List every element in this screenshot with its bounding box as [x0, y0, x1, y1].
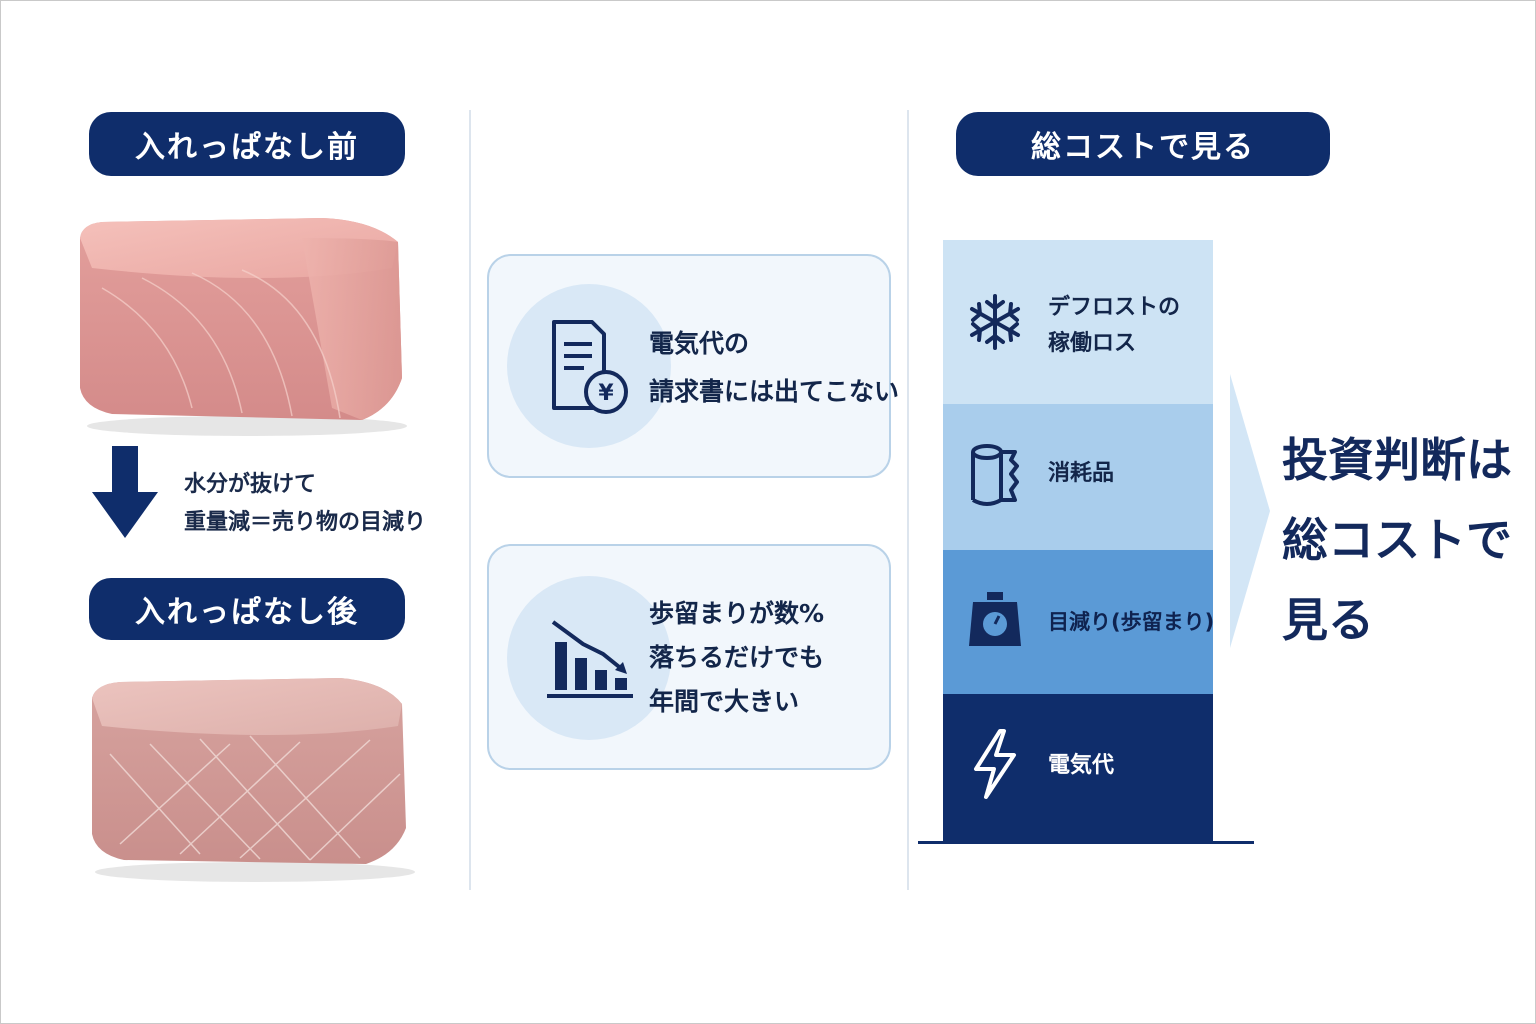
stack-segment-consumables: 消耗品 [943, 404, 1213, 550]
moisture-note-line2: 重量減＝売り物の目減り [184, 510, 427, 535]
invoice-card: ¥ 電気代の 請求書には出てこない [487, 254, 899, 478]
moisture-loss-note: 水分が抜けて 重量減＝売り物の目減り [184, 466, 426, 542]
invoice-yen-icon: ¥ [552, 320, 628, 414]
invoice-card-text: 電気代の 請求書には出てこない [649, 320, 899, 416]
yield-line1: 歩留まりが数% [649, 599, 825, 628]
total-cost-header: 総コストで見る [956, 112, 1330, 176]
paper-towel-roll-icon [965, 444, 1025, 506]
yield-card: 歩留まりが数% 落ちるだけでも 年間で大きい [487, 544, 891, 770]
after-label: 入れっぱなし後 [89, 578, 405, 640]
conclusion-line1: 投資判断は [1282, 433, 1512, 487]
declining-bar-chart-icon [547, 620, 633, 698]
conclusion-line2: 総コストで [1282, 513, 1512, 567]
divider-right [907, 110, 909, 890]
moisture-note-line1: 水分が抜けて [184, 472, 317, 497]
divider-left [469, 110, 471, 890]
scale-icon [965, 590, 1025, 650]
svg-text:¥: ¥ [598, 381, 614, 406]
stack-segment-yield-loss: 目減り(歩留まり) [943, 550, 1215, 694]
invoice-line1: 電気代の [649, 329, 750, 358]
dried-tuna-block-image [92, 678, 415, 882]
stack-baseline [918, 841, 1254, 844]
yield-line2: 落ちるだけでも [649, 643, 825, 672]
invoice-icon-circle: ¥ [507, 284, 671, 448]
chevron-arrow-shape [1230, 374, 1270, 648]
defrost-label: デフロストの 稼働ロス [1048, 290, 1180, 362]
yield-icon-circle [507, 576, 671, 740]
fresh-tuna-block-image [80, 218, 407, 436]
invoice-line2: 請求書には出てこない [649, 377, 900, 406]
yield-loss-label: 目減り(歩留まり) [1048, 610, 1215, 634]
consumables-label: 消耗品 [1048, 461, 1115, 486]
before-label: 入れっぱなし前 [89, 112, 405, 176]
down-arrow-icon [92, 446, 158, 538]
snowflake-icon [965, 292, 1025, 352]
conclusion-line3: 見る [1282, 593, 1374, 647]
yield-card-text: 歩留まりが数% 落ちるだけでも 年間で大きい [649, 592, 824, 724]
lightning-icon [965, 729, 1025, 799]
yield-line3: 年間で大きい [649, 687, 800, 716]
conclusion-text: 投資判断は 総コストで 見る [1282, 420, 1512, 660]
defrost-line1: デフロストの [1048, 295, 1181, 320]
stack-segment-electricity: 電気代 [943, 694, 1213, 842]
defrost-line2: 稼働ロス [1048, 331, 1137, 356]
electricity-label: 電気代 [1048, 753, 1115, 778]
stack-segment-defrost: デフロストの 稼働ロス [943, 240, 1213, 404]
